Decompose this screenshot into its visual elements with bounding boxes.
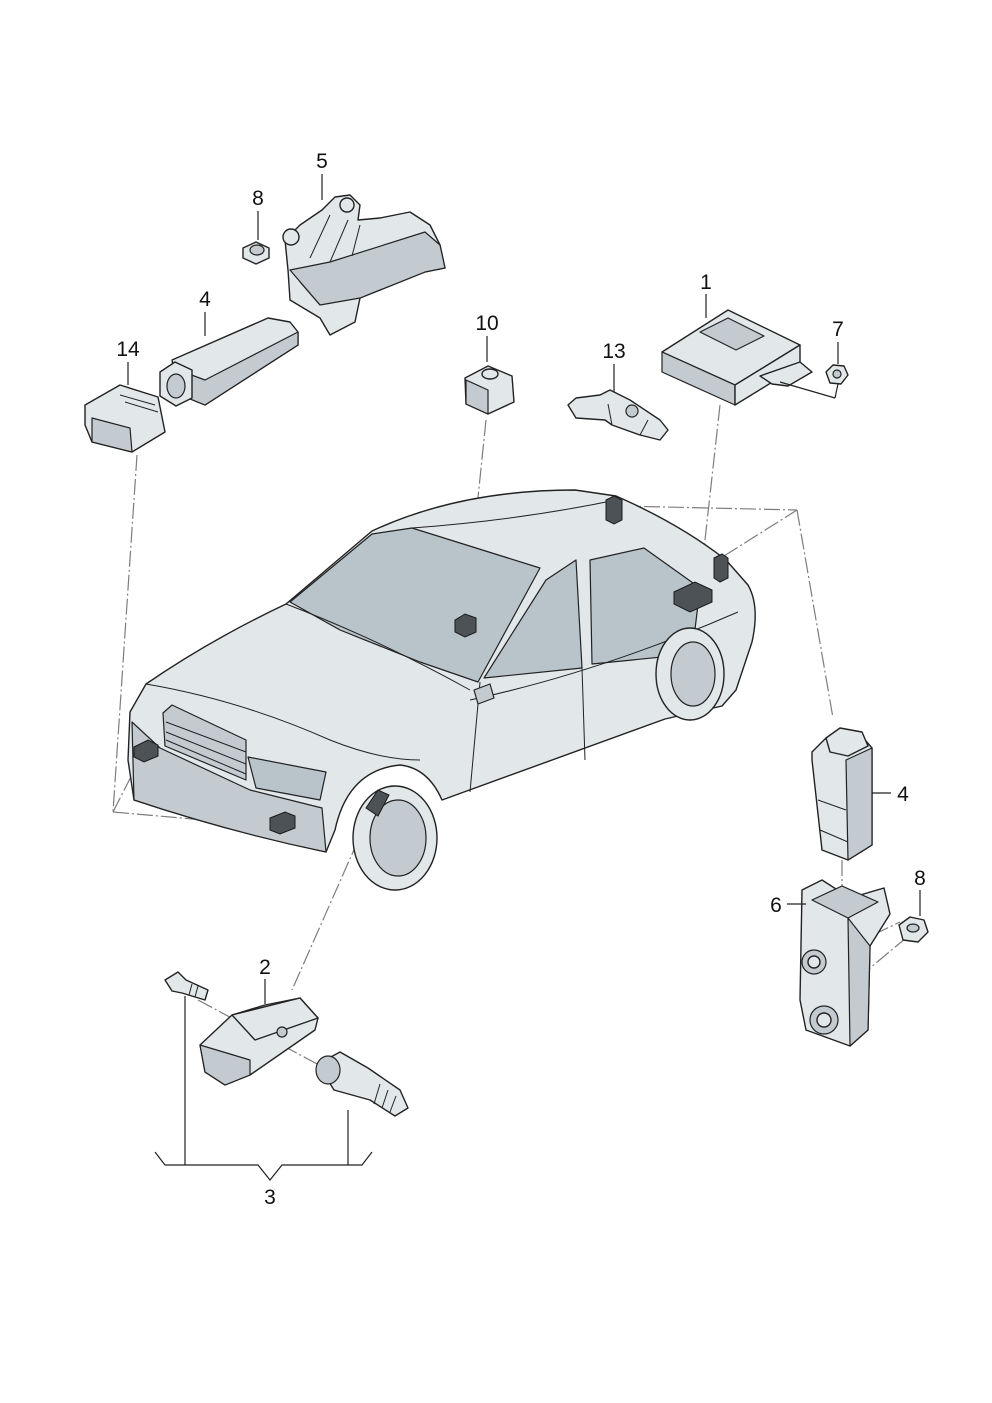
part-rib: [817, 799, 849, 843]
sensor-block: [133, 739, 159, 763]
part-face: [315, 1055, 341, 1085]
sensor-block: [605, 495, 623, 525]
sensor-block: [713, 553, 729, 583]
part-4-drawing: [159, 317, 299, 407]
part-2-drawing: [199, 997, 319, 1086]
part-thread: [188, 983, 199, 998]
callout-label: 14: [116, 338, 140, 361]
part-4-right-drawing: [811, 727, 873, 861]
car-headlight: [247, 756, 327, 801]
part-13-drawing: [567, 389, 669, 441]
sensor-block: [673, 581, 713, 613]
part-rib: [119, 394, 159, 413]
part-face: [811, 885, 879, 919]
car-mirror: [473, 683, 495, 705]
part-face: [91, 417, 133, 453]
part-face: [906, 923, 920, 933]
callout-label: 4: [199, 288, 211, 311]
part-rib: [299, 214, 361, 306]
callout-label: 8: [252, 187, 264, 210]
part-1-drawing: [661, 309, 839, 406]
callout-label: 1: [700, 271, 712, 294]
part-hole: [807, 955, 821, 969]
part-8-drawing: [242, 241, 270, 265]
part-10-drawing: [464, 365, 515, 415]
car-grille: [162, 704, 247, 781]
leader-line: [112, 454, 138, 813]
car-grille-bar: [165, 721, 247, 775]
part-face: [199, 1044, 251, 1086]
part-rib: [607, 403, 649, 436]
sensor-block: [365, 789, 390, 817]
part-6-drawing: [799, 879, 891, 1047]
part-connector: [825, 727, 869, 757]
callout-label: 7: [832, 318, 844, 341]
part-face: [166, 373, 186, 399]
part-bracket: [759, 361, 813, 387]
part-outline: [164, 971, 209, 1001]
part-hole: [816, 1012, 832, 1028]
part-panel: [699, 317, 765, 351]
part-nub: [481, 368, 499, 380]
callout-label: 3: [264, 1186, 276, 1209]
leader-line: [796, 509, 834, 719]
pointer-line: [834, 383, 839, 399]
car-windshield: [289, 527, 541, 683]
car-front-wheel-rim: [369, 799, 427, 877]
part-5-drawing: [282, 194, 446, 336]
callout-label: 2: [259, 956, 271, 979]
brace-line: [154, 1151, 373, 1181]
part-outline: [317, 1051, 409, 1117]
callout-labels: 5 8 4 14 10 13 1 7 4 8 6 2 3: [116, 150, 926, 1209]
part-hole: [832, 369, 842, 379]
part-7-drawing: [825, 364, 849, 385]
car-roof-line: [411, 499, 617, 529]
part-face: [289, 231, 446, 306]
callout-label: 10: [475, 312, 498, 335]
callout-pointers: [127, 174, 921, 1004]
part-face: [845, 747, 873, 861]
car-hood-line: [145, 683, 421, 761]
part-face: [465, 379, 489, 415]
leader-line: [619, 505, 798, 511]
sensor-block: [454, 613, 477, 638]
car-hood-line: [285, 603, 471, 691]
leader-line: [723, 509, 798, 557]
callout-label: 6: [770, 894, 782, 917]
callout-label: 8: [914, 867, 926, 890]
pointer-line: [779, 381, 836, 399]
car-door-line: [581, 667, 586, 761]
car-shoulder-line: [469, 611, 739, 701]
part-top: [231, 997, 319, 1041]
part-8-right-drawing: [898, 916, 929, 943]
part-outline: [567, 389, 669, 441]
callout-label: 4: [897, 783, 909, 806]
sensor-block: [269, 811, 296, 835]
valve-drawing: [315, 1051, 409, 1117]
part-face: [847, 917, 871, 1047]
part-face: [249, 244, 265, 256]
car-illustration: [127, 489, 756, 891]
part-hole: [625, 404, 639, 418]
callout-label: 5: [316, 150, 328, 173]
car-front-side-window: [483, 559, 583, 679]
part-hole: [276, 1026, 288, 1038]
bolt-drawing: [164, 971, 209, 1001]
callout-label: 13: [602, 340, 625, 363]
part-thread: [373, 1083, 397, 1113]
part-14-drawing: [84, 384, 166, 453]
part-hole: [339, 197, 355, 213]
group-brace: [154, 996, 373, 1181]
part-hole: [282, 228, 300, 246]
car-rear-wheel-rim: [670, 641, 716, 707]
